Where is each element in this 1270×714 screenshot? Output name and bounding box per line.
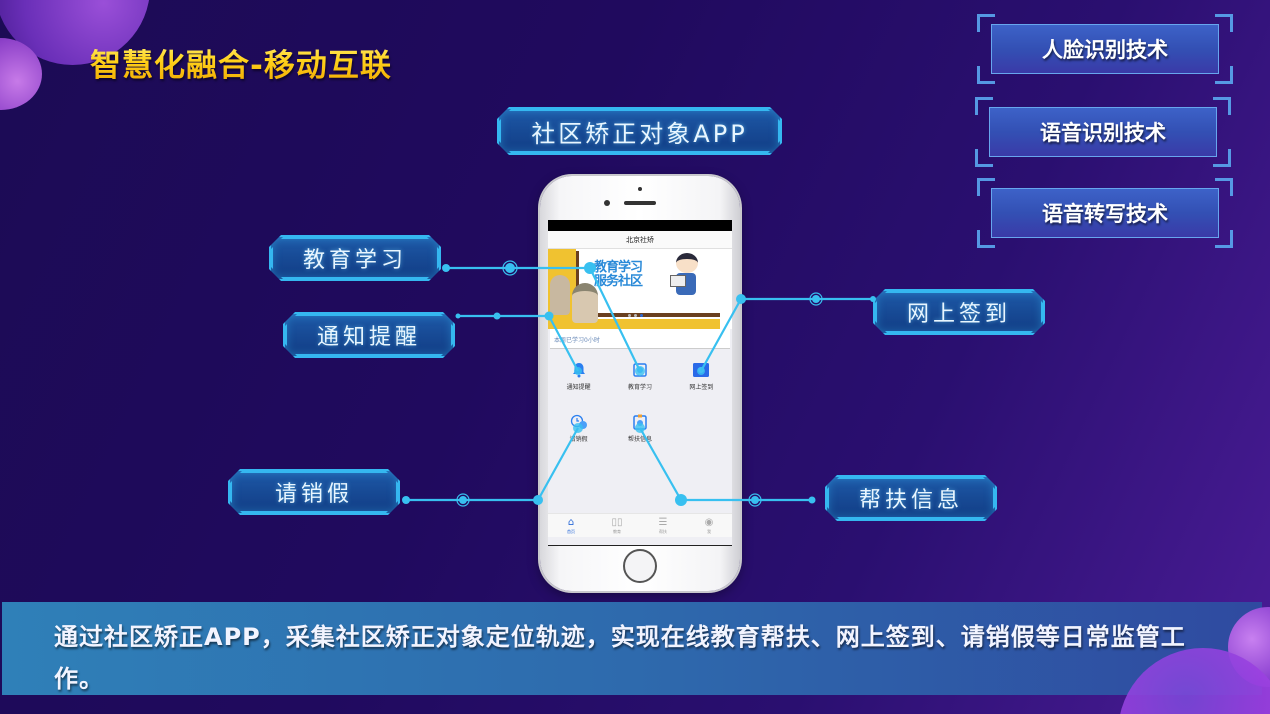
phone-home-button <box>623 549 657 583</box>
frame-corner <box>1215 178 1233 196</box>
tech-item-voice-recognition: 语音识别技术 <box>975 97 1231 167</box>
frame-corner <box>1215 230 1233 248</box>
grid-item-notification[interactable]: 通知提醒 <box>548 361 609 391</box>
user-icon: ◉ <box>704 516 714 528</box>
tab-education[interactable]: ▯▯ 教育 <box>594 514 640 537</box>
app-nav-title: 北京社矫 <box>548 231 732 249</box>
status-bar <box>548 220 732 231</box>
bell-icon <box>570 361 588 379</box>
frame-corner <box>977 230 995 248</box>
tech-label: 语音识别技术 <box>989 107 1217 157</box>
feature-label-assistance: 帮扶信息 <box>825 475 997 521</box>
book-open-icon: ▯▯ <box>611 516 623 528</box>
grid-item-label: 请销假 <box>569 436 588 443</box>
frame-corner <box>1215 66 1233 84</box>
home-icon: ⌂ <box>567 516 575 528</box>
feature-label-education: 教育学习 <box>269 235 441 281</box>
banner-slogan: 教育学习 服务社区 <box>594 260 643 289</box>
frame-corner <box>1213 97 1231 115</box>
tab-assistance[interactable]: ☰ 帮扶 <box>640 514 686 537</box>
tab-label: 我 <box>707 528 711 534</box>
cartoon-paper <box>670 275 686 287</box>
phone-camera <box>638 187 642 191</box>
frame-corner <box>975 149 993 167</box>
tech-item-voice-transcription: 语音转写技术 <box>977 178 1233 248</box>
app-title-label: 社区矫正对象APP <box>497 107 782 155</box>
cartoon-figure <box>550 275 570 315</box>
grid-item-education[interactable]: 教育学习 <box>609 361 670 391</box>
slogan-line: 教育学习 <box>594 260 643 275</box>
description-band: 通过社区矫正APP，采集社区矫正对象定位轨迹，实现在线教育帮扶、网上签到、请销假… <box>2 602 1262 695</box>
grid-item-leave[interactable]: 请销假 <box>548 413 609 443</box>
carousel-dot[interactable] <box>634 314 637 317</box>
tech-item-face-recognition: 人脸识别技术 <box>977 14 1233 84</box>
description-text: 通过社区矫正APP，采集社区矫正对象定位轨迹，实现在线教育帮扶、网上签到、请销假… <box>54 623 1186 693</box>
feature-label-leave: 请销假 <box>228 469 400 515</box>
phone-mockup: 北京社矫 教育学习 服务社区 本周已学习0小时 <box>540 176 740 591</box>
clock-person-icon <box>570 413 588 431</box>
frame-corner <box>1213 149 1231 167</box>
cartoon-character <box>670 253 702 297</box>
frame-corner <box>977 66 995 84</box>
frame-corner <box>977 14 995 32</box>
phone-speaker <box>624 201 656 205</box>
study-status: 本周已学习0小时 <box>550 329 730 349</box>
phone-screen: 北京社矫 教育学习 服务社区 本周已学习0小时 <box>548 220 732 546</box>
tab-me[interactable]: ◉ 我 <box>686 514 732 537</box>
tab-home[interactable]: ⌂ 首页 <box>548 514 594 537</box>
calendar-check-icon <box>692 361 710 379</box>
cartoon-head <box>676 253 698 273</box>
feature-label-checkin: 网上签到 <box>873 289 1045 335</box>
banner-carousel[interactable]: 教育学习 服务社区 <box>548 249 732 329</box>
feature-grid: 通知提醒 教育学习 网上签到 请销假 <box>548 349 732 443</box>
frame-corner <box>975 97 993 115</box>
grid-item-label: 网上签到 <box>689 384 714 391</box>
carousel-dots[interactable] <box>628 314 643 317</box>
list-icon: ☰ <box>658 516 668 528</box>
grid-item-label: 教育学习 <box>627 384 652 391</box>
page-title: 智慧化融合-移动互联 <box>90 40 392 85</box>
tech-label: 人脸识别技术 <box>991 24 1219 74</box>
phone-sensor <box>604 200 610 206</box>
book-icon <box>631 361 649 379</box>
frame-corner <box>977 178 995 196</box>
clipboard-icon <box>631 413 649 431</box>
bottom-tab-bar: ⌂ 首页 ▯▯ 教育 ☰ 帮扶 ◉ 我 <box>548 513 732 537</box>
slogan-line: 服务社区 <box>594 274 643 289</box>
feature-label-notification: 通知提醒 <box>283 312 455 358</box>
grid-item-label: 帮扶信息 <box>627 436 652 443</box>
cartoon-figure <box>572 283 598 323</box>
tab-label: 教育 <box>613 528 621 534</box>
grid-item-checkin[interactable]: 网上签到 <box>671 361 732 391</box>
grid-item-assistance[interactable]: 帮扶信息 <box>609 413 670 443</box>
tech-label: 语音转写技术 <box>991 188 1219 238</box>
grid-item-label: 通知提醒 <box>566 384 591 391</box>
carousel-dot-active[interactable] <box>640 314 643 317</box>
tab-label: 帮扶 <box>659 528 667 534</box>
tab-label: 首页 <box>567 528 575 534</box>
carousel-dot[interactable] <box>628 314 631 317</box>
frame-corner <box>1215 14 1233 32</box>
